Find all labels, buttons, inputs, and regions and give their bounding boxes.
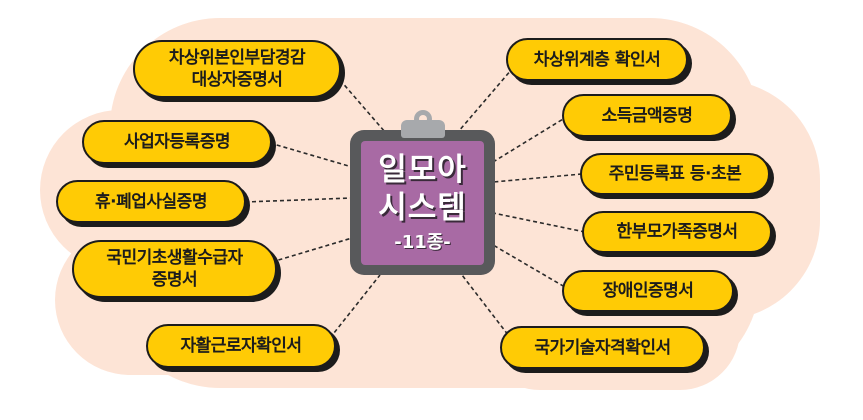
connector-line xyxy=(492,115,569,163)
document-item-label: 국민기초생활수급자 xyxy=(106,248,243,268)
connector-line xyxy=(492,173,583,183)
connector-line xyxy=(457,61,519,133)
clipboard-panel xyxy=(361,141,484,265)
clipboard-clip-hole xyxy=(419,115,427,123)
document-item: 장애인증명서 xyxy=(562,270,734,312)
document-item-label: 사업자등록증명 xyxy=(124,132,230,152)
document-item: 한부모가족증명서 xyxy=(582,211,772,253)
document-item-label: 소득금액증명 xyxy=(601,105,693,126)
connector-line xyxy=(492,212,586,233)
connector-line xyxy=(269,142,353,168)
center-title-line1: 일모아 xyxy=(378,152,467,188)
document-item: 차상위본인부담경감 대상자증명서 xyxy=(133,40,341,98)
document-item: 소득금액증명 xyxy=(562,94,732,137)
center-title-line2: 시스템 xyxy=(378,190,467,226)
document-item: 사업자등록증명 xyxy=(82,120,272,164)
document-item: 국민기초생활수급자 증명서 xyxy=(72,240,277,298)
document-item: 주민등록표 등·초본 xyxy=(580,153,770,195)
document-item-label: 증명서 xyxy=(151,270,198,290)
document-item-label: 장애인증명서 xyxy=(602,281,694,301)
connector-line xyxy=(461,274,513,341)
connector-line xyxy=(492,244,571,291)
connector-line xyxy=(339,79,386,133)
document-item-label: 차상위본인부담경감 xyxy=(168,48,306,68)
connector-line xyxy=(264,237,353,265)
document-item-label: 대상자증명서 xyxy=(191,70,283,90)
document-item: 국가기술자격확인서 xyxy=(500,326,705,369)
document-item-label: 국가기술자격확인서 xyxy=(534,337,671,358)
document-item-label: 자활근로자확인서 xyxy=(180,336,302,356)
connector-line xyxy=(329,274,381,339)
document-item-label: 한부모가족증명서 xyxy=(616,222,738,242)
document-item: 자활근로자확인서 xyxy=(146,324,336,368)
clipboard-clip-icon xyxy=(401,120,445,138)
center-subtitle: -11종- xyxy=(394,232,451,253)
document-item: 휴·폐업사실증명 xyxy=(56,180,246,223)
connector-line xyxy=(244,197,353,203)
document-item-label: 주민등록표 등·초본 xyxy=(608,164,742,184)
document-item-label: 휴·폐업사실증명 xyxy=(95,191,207,212)
document-item-label: 차상위계층 확인서 xyxy=(533,49,661,70)
document-item: 차상위계층 확인서 xyxy=(506,38,688,81)
